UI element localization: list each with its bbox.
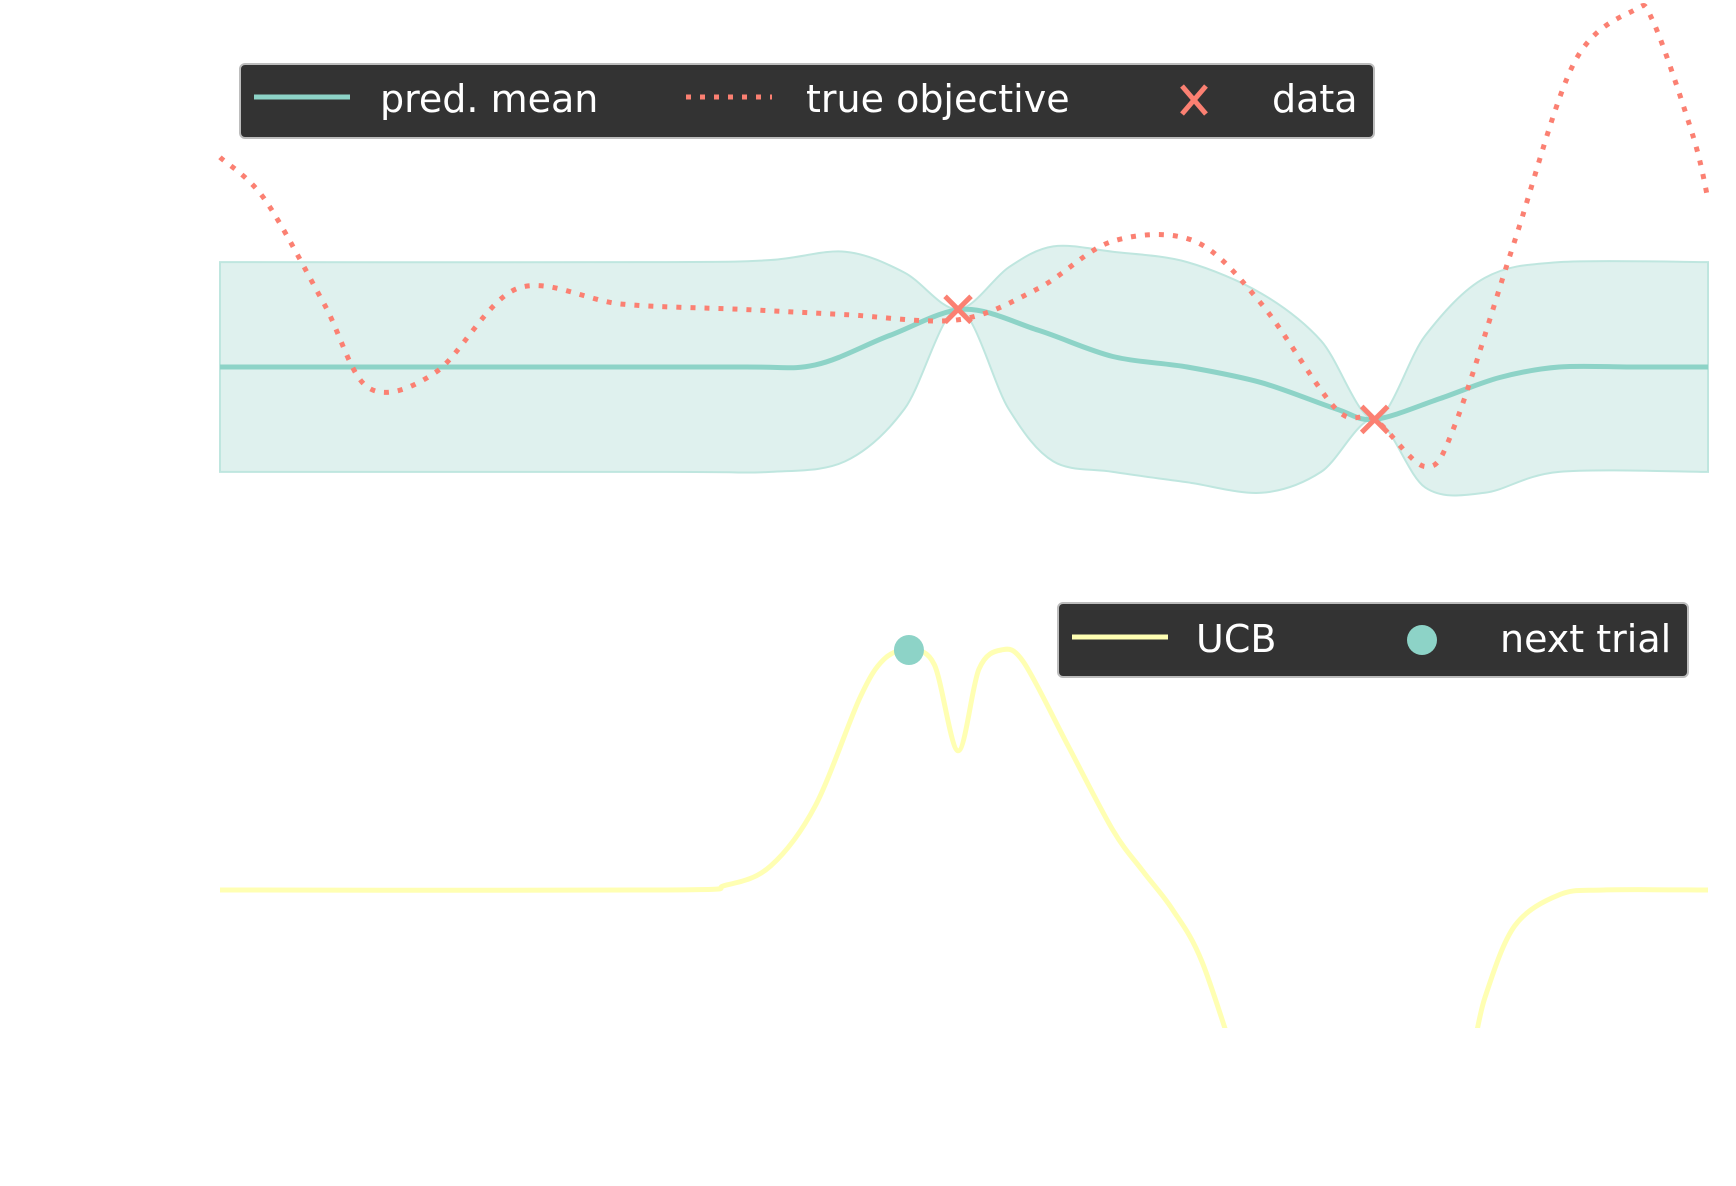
pred-mean-line [220,306,1708,423]
true-objective-legend-label: true objective [806,77,1070,121]
bottom-legend-box [1057,602,1689,678]
confidence-band [219,244,1709,497]
top-legend: pred. mean true objective data [239,63,1375,139]
data-point-1 [943,294,973,325]
ucb-legend-label: UCB [1196,617,1276,661]
next-trial-legend-label: next trial [1500,617,1671,661]
data-legend-marker [1180,84,1208,116]
bottom-legend: UCB next trial [1057,602,1689,678]
acquisition-plot: UCB next trial [219,602,1709,1028]
data-point-2 [1359,404,1390,435]
true-objective-line [218,3,1711,470]
gp-posterior-plot: pred. mean true objective data [218,3,1711,497]
data-points [943,294,1390,435]
top-legend-box [239,63,1375,139]
ucb-line [219,646,1709,1028]
next-trial-point [893,635,924,665]
pred-mean-legend-label: pred. mean [380,77,598,121]
data-legend-label: data [1272,77,1358,121]
next-trial-legend-marker [1407,625,1437,655]
